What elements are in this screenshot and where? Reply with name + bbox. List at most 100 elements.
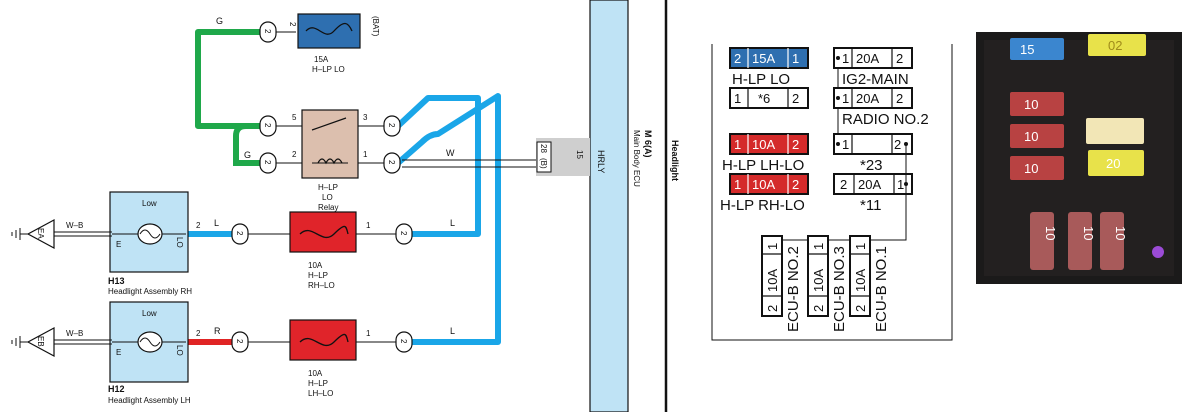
h13-pin-num: 2 — [196, 221, 201, 230]
photo-fuse-maxi-2: 10 — [1068, 212, 1096, 270]
photo-fuse-red-2: 10 — [1010, 124, 1064, 148]
svg-text:2: 2 — [235, 231, 244, 236]
fuse-right-3: 1 2 *23 — [833, 133, 913, 174]
svg-text:1: 1 — [792, 51, 799, 66]
fuse-rh-element — [299, 225, 349, 239]
h12-name: Headlight Assembly LH — [108, 396, 191, 405]
svg-text:20: 20 — [1106, 156, 1120, 171]
ground-ea-icon — [26, 218, 55, 250]
photo-fuse-cream — [1086, 118, 1144, 144]
ecu-pin-b: 15 — [575, 150, 584, 159]
photo-fuse-maxi-3: 10 — [1100, 212, 1128, 270]
fuse-box-photo: 15 02 10 10 10 20 10 10 10 — [976, 32, 1182, 284]
ecu-pin-a: 28 — [539, 144, 548, 153]
wire-color-r: R — [214, 326, 221, 336]
relay-pin-2: 2 — [292, 150, 297, 159]
fuse-lh-line1: H–LP — [308, 379, 328, 388]
svg-text:2: 2 — [894, 137, 901, 152]
photo-fuse-blue: 15 — [1010, 38, 1064, 60]
wire-color-g2: G — [244, 150, 251, 160]
ecu-code-label: M 6(A) — [643, 130, 653, 158]
fuse-left-3: 1 10A 2 H-LP LH-LO — [722, 133, 809, 174]
fuse-15a-hlp-lo — [297, 13, 361, 49]
photo-purple-marker — [1152, 246, 1164, 258]
relay-pin-1: 1 — [363, 150, 368, 159]
svg-text:2: 2 — [896, 91, 903, 106]
wire-color-wb2: W–B — [66, 329, 83, 338]
svg-text:1: 1 — [811, 243, 826, 250]
svg-text:2: 2 — [263, 160, 272, 165]
fuse-right-2: 1 20A 2 RADIO NO.2 — [833, 87, 929, 128]
fuse-box-map: 2 15A 1 H-LP LO 1 *6 2 1 10A 2 H-LP LH-L… — [711, 44, 953, 341]
fuse-15a-source: (BAT) — [371, 16, 380, 37]
svg-text:10A: 10A — [752, 177, 775, 192]
svg-text:*6: *6 — [758, 91, 770, 106]
wire-green-upper — [195, 29, 262, 129]
svg-text:2: 2 — [263, 123, 272, 128]
ecu-connector-code: (B) — [539, 158, 548, 169]
relay-hlp-lo — [301, 109, 359, 179]
svg-text:1: 1 — [842, 51, 849, 66]
h13-pin-e: E — [116, 240, 121, 249]
fuse-rh-rating: 10A — [308, 261, 323, 270]
connector-5: 2 — [383, 152, 401, 174]
fuse-vertical-3-label: ECU-B NO.1 — [873, 246, 890, 332]
wire-color-l-rh: L — [214, 218, 219, 228]
fuse-right-3-label: *23 — [860, 157, 883, 174]
fuse-lh-pin: 1 — [366, 329, 371, 338]
h12-code: H12 — [108, 384, 125, 394]
fuse-lh-rating: 10A — [308, 369, 323, 378]
fuse-left-4: 1 10A 2 H-LP RH-LO — [720, 173, 809, 214]
photo-fuse-maxi-1: 10 — [1030, 212, 1058, 270]
h12-pin-num: 2 — [196, 329, 201, 338]
svg-text:2: 2 — [734, 51, 741, 66]
svg-text:2: 2 — [387, 160, 396, 165]
svg-text:20A: 20A — [856, 91, 879, 106]
photo-fuse-red-1: 10 — [1010, 92, 1064, 116]
svg-text:2: 2 — [840, 177, 847, 192]
photo-fuse-yellow-top: 02 — [1088, 34, 1146, 56]
svg-text:15: 15 — [1020, 42, 1034, 57]
fuse-lh-element — [299, 333, 349, 347]
svg-text:2: 2 — [387, 123, 396, 128]
headlight-assembly-rh: Low E LO 2 H13 Headlight Assembly RH W–B… — [11, 191, 201, 296]
h12-pin-e: E — [116, 348, 121, 357]
svg-text:10: 10 — [1024, 161, 1038, 176]
svg-text:2: 2 — [235, 339, 244, 344]
fuse-left-4-label: H-LP RH-LO — [720, 197, 805, 214]
relay-label-3: Relay — [318, 203, 338, 212]
svg-text:1: 1 — [734, 177, 741, 192]
svg-text:2: 2 — [792, 177, 799, 192]
connector-7: 2 — [395, 223, 413, 245]
wire-color-l2: L — [450, 326, 455, 336]
fuse-left-1-label: H-LP LO — [732, 71, 790, 88]
wire-color-l1: L — [450, 218, 455, 228]
svg-text:10: 10 — [1081, 226, 1096, 240]
h13-mode: Low — [142, 199, 157, 208]
svg-text:1: 1 — [765, 243, 780, 250]
fuse-rh-pin: 1 — [366, 221, 371, 230]
svg-text:2: 2 — [853, 305, 868, 312]
connector-4: 2 — [383, 115, 401, 137]
h13-pin-lo: LO — [175, 237, 184, 248]
svg-text:20A: 20A — [856, 51, 879, 66]
fuse-vertical-2: 2 10A 1 ECU-B NO.3 — [807, 235, 848, 332]
connector-2: 2 — [259, 115, 277, 137]
svg-text:20A: 20A — [858, 177, 881, 192]
section-label-headlight: Headlight — [670, 140, 680, 181]
svg-text:1: 1 — [897, 177, 904, 192]
photo-fuse-yellow-mid: 20 — [1088, 150, 1144, 176]
svg-text:02: 02 — [1108, 38, 1122, 53]
wire-blue-1 — [395, 95, 481, 237]
svg-text:2: 2 — [765, 305, 780, 312]
wire-green-lower — [233, 123, 262, 166]
fuse-10a-hlp-rh-lo — [289, 211, 357, 253]
svg-text:1: 1 — [853, 243, 868, 250]
ecu-connector-pin-box — [536, 141, 552, 173]
svg-text:10: 10 — [1024, 129, 1038, 144]
ground-eb-label: EB — [36, 336, 45, 347]
fuse-vertical-2-label: ECU-B NO.3 — [831, 246, 848, 332]
svg-text:10: 10 — [1113, 226, 1128, 240]
connector-1: 2 — [259, 21, 277, 43]
